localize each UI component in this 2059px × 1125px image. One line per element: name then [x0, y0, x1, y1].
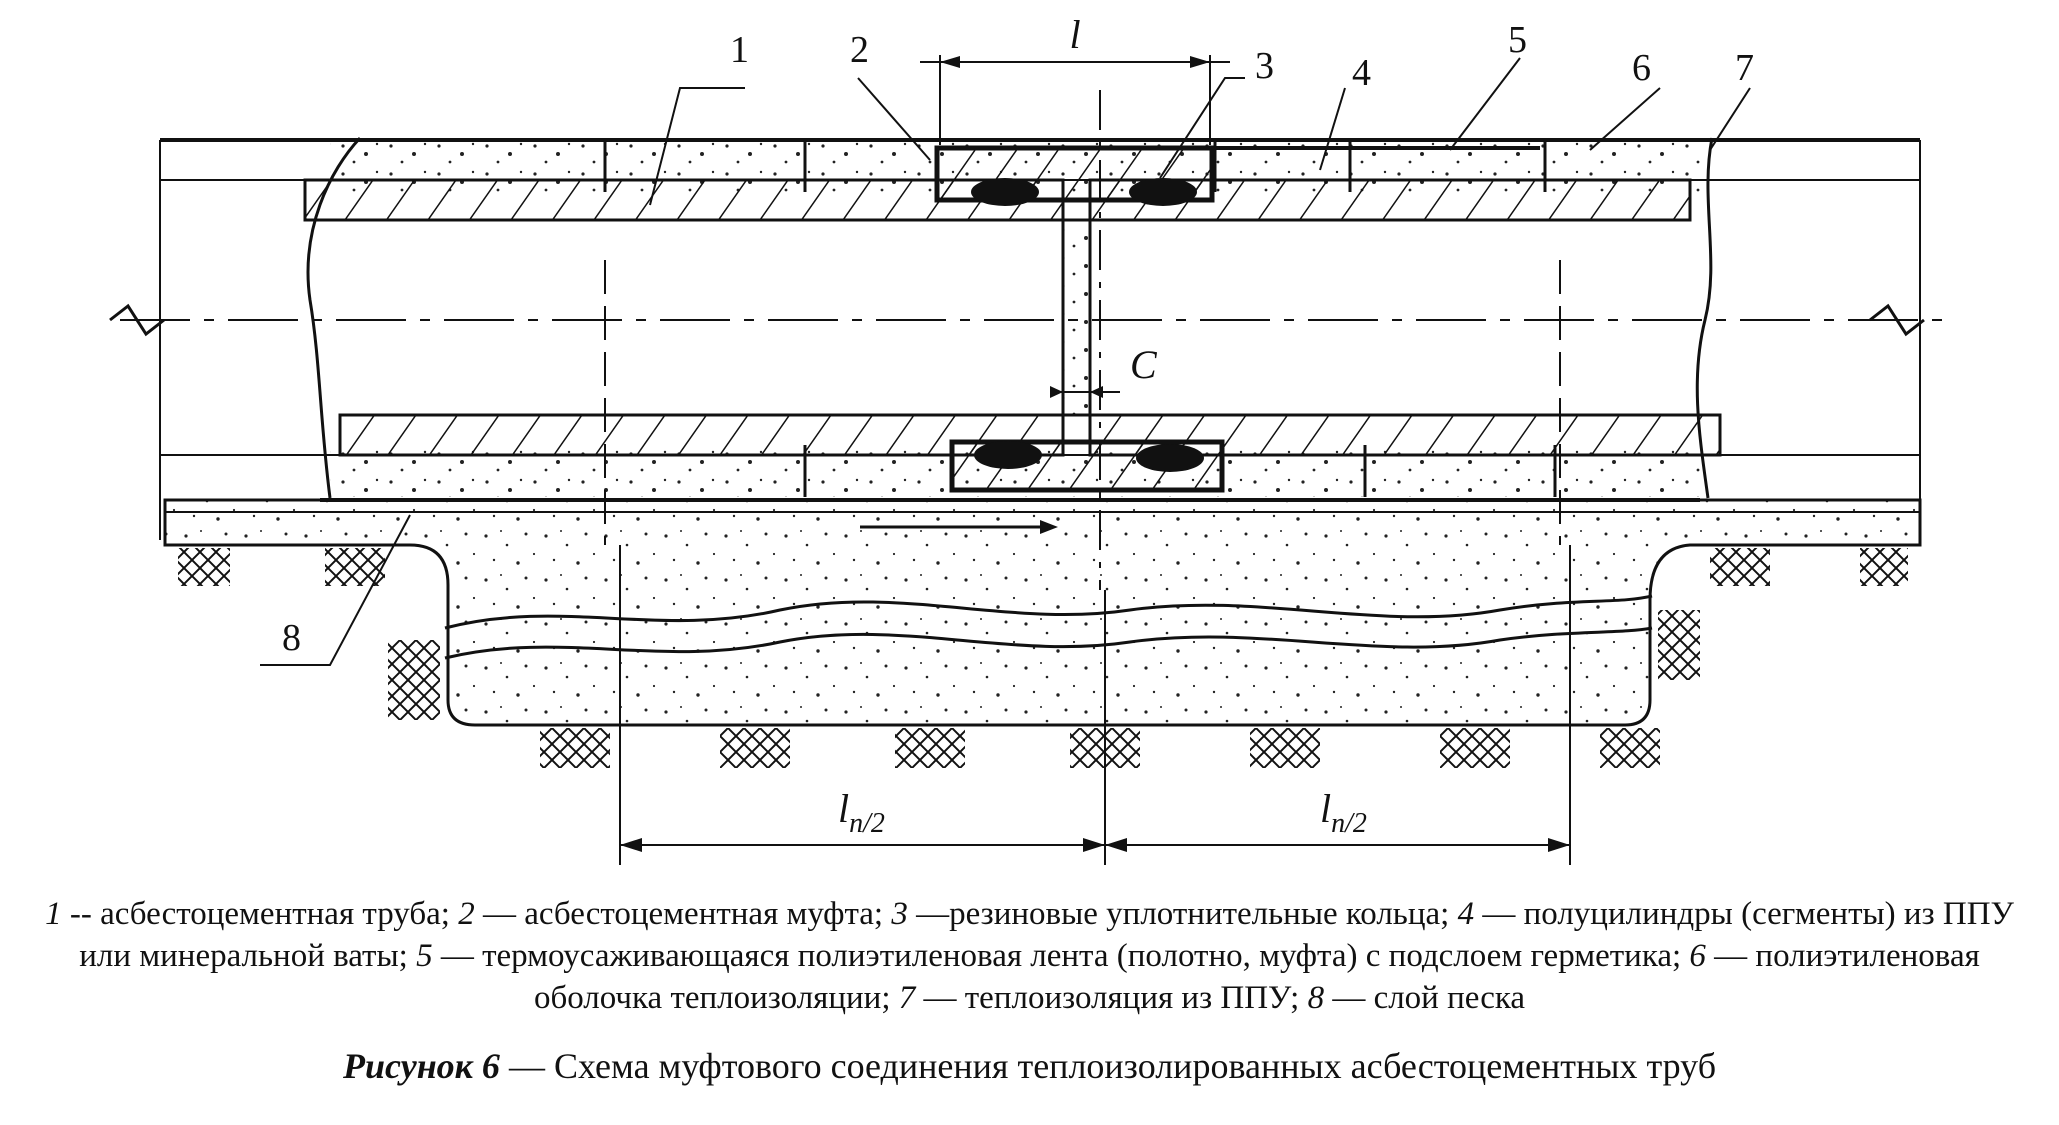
dimension-half-arrow-1 [620, 838, 642, 852]
soil-hatching [178, 548, 1908, 768]
callout-3: 3 [1255, 45, 1274, 87]
rubber-ring-bottom-left [974, 441, 1042, 469]
legend-number: 1 [45, 896, 62, 932]
legend-text: — полиэтиленовая оболочка теплоизоляции; [533, 938, 1980, 1016]
callout-1: 1 [730, 29, 749, 71]
sand-wave-upper [444, 594, 1653, 630]
legend-number: 8 [1307, 980, 1325, 1016]
legend-text: —резиновые уплотнительные кольца; [907, 896, 1458, 932]
legend-number: 3 [891, 896, 908, 932]
pipe-gap [1061, 218, 1092, 417]
dimension-l [920, 55, 1230, 145]
legend-number: 5 [416, 938, 433, 974]
callout-2: 2 [850, 29, 869, 71]
coupling-outline-bottom [949, 439, 1225, 493]
rubber-ring-top-right [1129, 178, 1197, 206]
coupling-outline-top [934, 145, 1215, 203]
leader-lines [260, 57, 1751, 666]
dimension-half-arrow-4 [1548, 838, 1570, 852]
flow-arrow-head [1040, 520, 1058, 534]
callout-6: 6 [1632, 47, 1651, 89]
dimension-c-arrow-left [1050, 386, 1063, 398]
dimension-half-arrow-2 [1083, 838, 1105, 852]
callout-7: 7 [1735, 47, 1754, 89]
legend-text: — полуцилиндры (сегменты) из ППУ или мин… [79, 896, 2014, 974]
dimension-l-arrow-right [1190, 56, 1210, 68]
rubber-ring-top-left [971, 178, 1039, 206]
legend-text: — теплоизоляция из ППУ; [915, 980, 1308, 1016]
insulation-left-edge [306, 136, 362, 499]
legend-text: — слой песка [1324, 980, 1526, 1016]
figure-legend: 1 -- асбестоцементная труба; 2 — асбесто… [20, 893, 2039, 1019]
break-mark-right [1869, 303, 1925, 337]
dimension-c-label: C [1130, 342, 1158, 387]
caption-label: Рисунок 6 [342, 1046, 500, 1086]
dimension-l-arrow-left [940, 56, 960, 68]
legend-text: -- асбестоцементная труба; [61, 896, 459, 932]
dimension-half-arrow-3 [1105, 838, 1127, 852]
joint-diagram: l C lп/2 lп/2 1 2 3 4 5 6 7 8 [109, 12, 1950, 865]
caption-text: — Схема муфтового соединения теплоизолир… [499, 1046, 1717, 1086]
legend-number: 2 [458, 896, 475, 932]
dimension-c-arrow-right [1090, 386, 1103, 398]
sand-wave-lower [444, 626, 1653, 660]
callout-8: 8 [282, 617, 301, 659]
sand-layer [163, 498, 1922, 727]
legend-text: — термоусаживающаяся полиэтиленовая лент… [432, 938, 1690, 974]
rubber-ring-bottom-right [1136, 444, 1204, 472]
callout-4: 4 [1352, 52, 1371, 94]
pipe-wall-bottom-left [338, 413, 1065, 457]
break-mark-left [109, 303, 165, 337]
figure-caption: Рисунок 6 — Схема муфтового соединения т… [0, 1045, 2059, 1087]
dimension-half-left: lп/2 [838, 786, 885, 839]
legend-text: — асбестоцементная муфта; [474, 896, 892, 932]
callout-5: 5 [1508, 19, 1527, 61]
legend-number: 7 [898, 980, 916, 1016]
legend-number: 6 [1689, 938, 1706, 974]
dimension-half-right: lп/2 [1320, 786, 1367, 839]
legend-number: 4 [1457, 896, 1475, 932]
dimension-l-label: l [1069, 12, 1080, 57]
